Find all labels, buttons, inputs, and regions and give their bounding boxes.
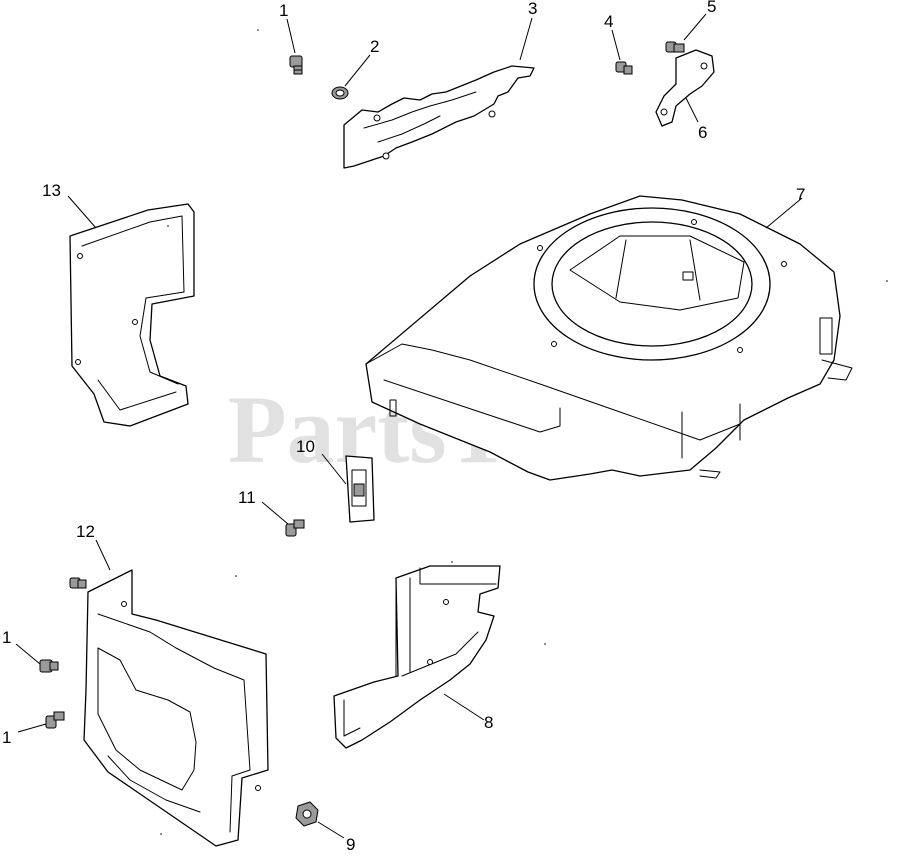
- callout-1-low: 1: [2, 728, 11, 747]
- leader-1-top: [286, 18, 296, 54]
- part-1-screw-mid[interactable]: [39, 659, 59, 673]
- leader-4: [611, 29, 621, 61]
- diagram-specks: [160, 29, 888, 835]
- part-1-screw-baffle-top[interactable]: [69, 577, 87, 589]
- leader-11: [261, 501, 289, 525]
- leader-8: [443, 693, 485, 721]
- callout-4: 4: [604, 12, 613, 31]
- callout-8: 8: [484, 713, 493, 732]
- part-8-air-guide[interactable]: [333, 565, 501, 749]
- callout-6: 6: [698, 123, 707, 142]
- part-1-screw-top[interactable]: [289, 55, 303, 75]
- leader-13: [67, 195, 97, 229]
- callout-1-mid: 1: [2, 628, 11, 647]
- leader-3: [519, 17, 533, 61]
- callout-9: 9: [346, 835, 355, 854]
- leader-5: [683, 13, 707, 41]
- part-9-nut[interactable]: [295, 801, 319, 827]
- callout-5: 5: [707, 0, 716, 16]
- leader-10: [321, 453, 347, 485]
- leader-12: [95, 539, 111, 571]
- part-6-strap[interactable]: [655, 49, 715, 127]
- part-2-washer[interactable]: [331, 86, 349, 100]
- callout-2: 2: [370, 37, 379, 56]
- callout-3: 3: [528, 0, 537, 18]
- callout-11: 11: [238, 488, 256, 507]
- part-5-screw[interactable]: [665, 41, 685, 53]
- leader-7: [765, 197, 803, 229]
- part-11-screw[interactable]: [285, 519, 305, 537]
- part-3-bracket[interactable]: [343, 65, 535, 169]
- part-10-clip-nut[interactable]: [345, 455, 375, 523]
- part-4-screw[interactable]: [615, 61, 633, 75]
- leader-6: [685, 97, 699, 123]
- part-12-baffle[interactable]: [83, 569, 269, 847]
- part-13-shroud[interactable]: [69, 203, 195, 427]
- callout-10: 10: [296, 437, 315, 456]
- callout-12: 12: [76, 522, 95, 541]
- callout-13: 13: [42, 181, 61, 200]
- leader-1-low: [17, 723, 47, 733]
- callout-7: 7: [796, 185, 805, 204]
- leader-1-mid: [15, 643, 41, 665]
- callout-1-top: 1: [279, 1, 288, 20]
- leader-2: [344, 54, 371, 87]
- part-7-blower-housing[interactable]: [365, 195, 853, 481]
- part-1-screw-low[interactable]: [45, 711, 65, 729]
- leader-9: [317, 821, 345, 839]
